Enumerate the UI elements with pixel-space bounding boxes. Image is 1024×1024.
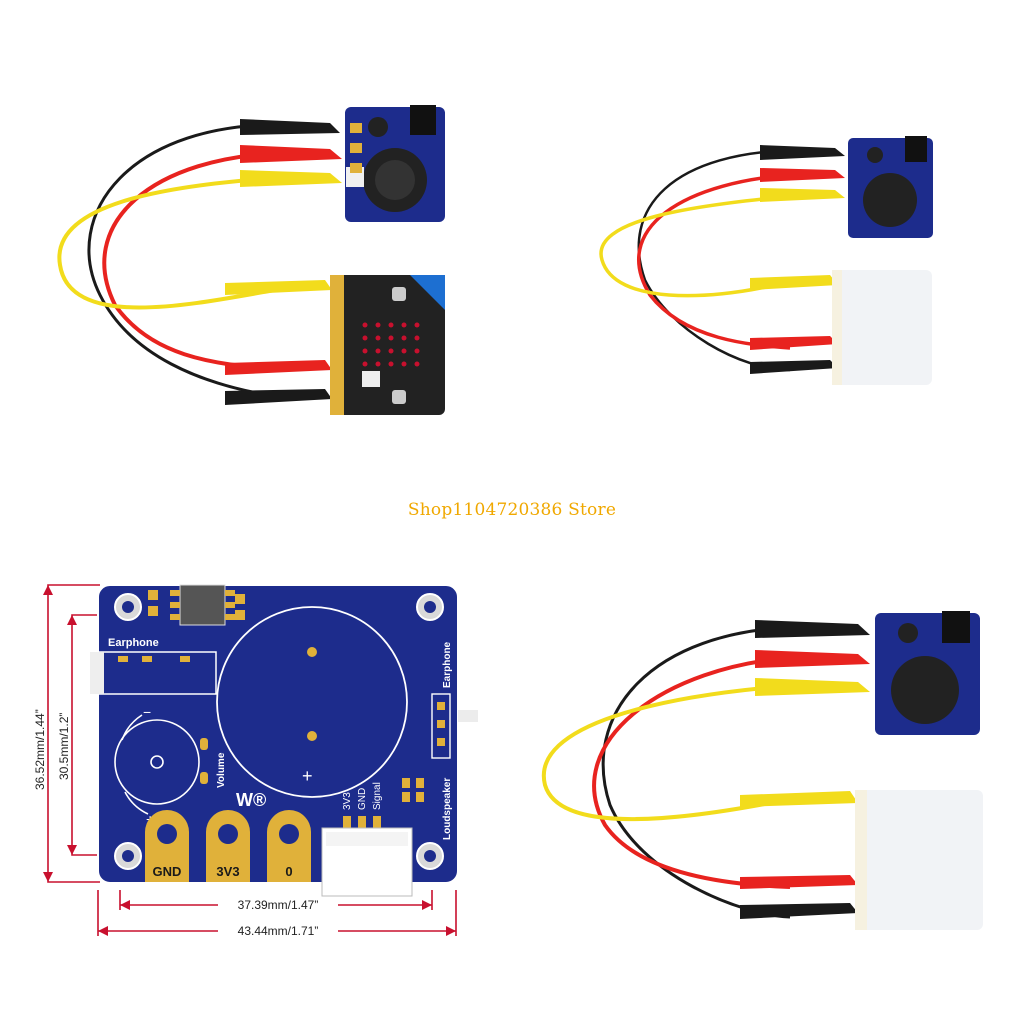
yellow-wire <box>541 683 801 822</box>
pad-0: 0 <box>267 810 311 882</box>
photo-module-faded-microbit-bottom <box>541 611 983 930</box>
black-wire <box>87 123 291 399</box>
svg-text:0: 0 <box>285 864 292 879</box>
inner-height-label: 30.5mm/1.2” <box>57 713 71 780</box>
ic-chip <box>148 584 245 626</box>
inner-width-label: 37.39mm/1.47” <box>238 898 319 912</box>
speaker-module <box>848 136 933 238</box>
pin-signal-label: Signal <box>372 782 383 810</box>
side-switch <box>431 693 478 759</box>
jst-connector <box>321 827 413 897</box>
pin-gnd-label: GND <box>357 788 368 810</box>
faded-microbit <box>832 270 932 385</box>
svg-text:−: − <box>143 704 151 720</box>
store-watermark: Shop1104720386 Store <box>407 500 617 520</box>
pad-gnd: GND <box>145 810 189 882</box>
earphone-label-side: Earphone <box>442 641 453 688</box>
photo-module-faded-microbit-top <box>599 136 933 385</box>
microbit-board <box>330 275 445 415</box>
alligator-clips-module <box>240 119 342 187</box>
volume-knob-outline <box>114 714 200 815</box>
yellow-wire <box>599 193 806 298</box>
svg-text:GND: GND <box>153 864 182 879</box>
pin-3v3-label: 3V3 <box>342 792 353 810</box>
volume-label: Volume <box>216 752 227 788</box>
speaker-module <box>875 611 980 735</box>
speaker-outline <box>216 606 408 798</box>
earphone-jack-outline <box>89 651 217 695</box>
board-dimension-drawing: 36.52mm/1.44” 30.5mm/1.2” 37.39mm/1.47” … <box>33 584 478 938</box>
loudspeaker-label: Loudspeaker <box>442 778 453 840</box>
svg-text:+: + <box>302 766 313 786</box>
outer-width-label: 43.44mm/1.71” <box>238 924 319 938</box>
alligator-clips-microbit <box>225 280 332 405</box>
outer-height-label: 36.52mm/1.44” <box>33 709 47 790</box>
black-wire <box>637 148 806 372</box>
red-wire <box>637 172 806 350</box>
photo-module-with-microbit <box>57 105 445 415</box>
red-wire <box>102 151 291 371</box>
waveshare-logo: W® <box>236 790 266 810</box>
speaker-module <box>345 105 445 222</box>
svg-text:3V3: 3V3 <box>216 864 239 879</box>
pad-3v3: 3V3 <box>206 810 250 882</box>
red-wire <box>592 655 801 889</box>
yellow-wire <box>57 175 291 310</box>
faded-microbit <box>855 790 983 930</box>
black-wire <box>601 625 801 919</box>
earphone-label-top: Earphone <box>108 637 159 649</box>
